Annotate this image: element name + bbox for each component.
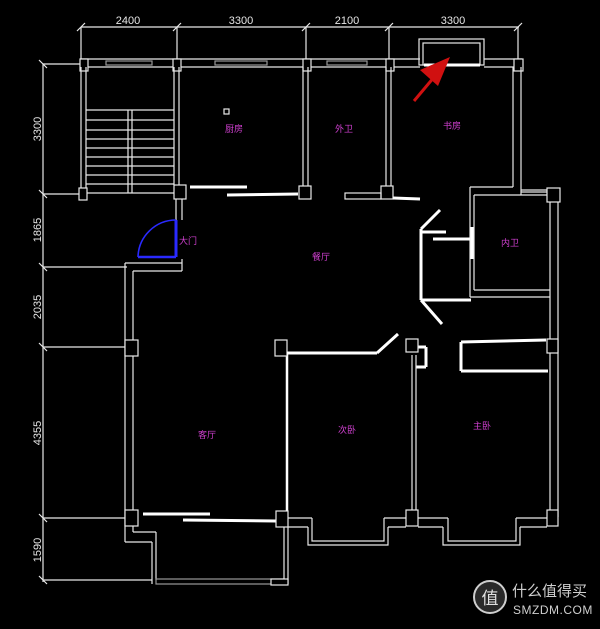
top-dimension-line bbox=[76, 22, 523, 62]
dim-left-2: 1865 bbox=[32, 218, 44, 242]
dim-left-4: 4355 bbox=[32, 421, 44, 445]
corridor-closet bbox=[416, 208, 548, 373]
room-label-living: 客厅 bbox=[198, 429, 216, 441]
room-label-second-bedroom: 次卧 bbox=[338, 424, 356, 436]
column bbox=[546, 338, 559, 354]
room-label-master-bath: 内卫 bbox=[501, 237, 519, 249]
dim-top-2: 3300 bbox=[229, 15, 253, 27]
logo-char: 值 bbox=[482, 589, 499, 609]
watermark-name: 什么值得买 bbox=[512, 582, 587, 600]
sliding-door bbox=[182, 518, 277, 523]
room-label-entrance: 大门 bbox=[179, 235, 197, 247]
left-exterior-wall bbox=[124, 259, 285, 585]
dim-left-1: 3300 bbox=[32, 117, 44, 141]
room-label-guest-bath: 外卫 bbox=[335, 123, 353, 135]
dim-left-3: 2035 bbox=[32, 295, 44, 319]
interior-partitions-top bbox=[190, 67, 522, 297]
watermark-site: SMZDM.COM bbox=[513, 603, 593, 617]
left-dimension-line bbox=[38, 59, 152, 585]
smzdm-watermark: 值 什么值得买 SMZDM.COM bbox=[473, 580, 593, 617]
room-label-master-bedroom: 主卧 bbox=[473, 420, 491, 432]
room-label-study: 书房 bbox=[443, 120, 461, 132]
logo-icon bbox=[473, 580, 507, 614]
column bbox=[405, 338, 419, 353]
room-label-dining: 餐厅 bbox=[312, 251, 330, 263]
red-arrow-icon bbox=[412, 57, 450, 102]
top-exterior-wall bbox=[80, 58, 522, 68]
entrance-door bbox=[137, 219, 178, 259]
study-bay-window bbox=[418, 38, 485, 67]
dim-left-5: 1590 bbox=[32, 538, 44, 562]
room-label-kitchen: 厨房 bbox=[225, 123, 243, 135]
columns bbox=[79, 58, 524, 72]
master-bath-walls bbox=[470, 187, 561, 517]
bedroom-walls bbox=[270, 332, 559, 586]
dim-top-4: 3300 bbox=[441, 15, 465, 27]
stairwell bbox=[78, 67, 187, 220]
dim-top-1: 2400 bbox=[116, 15, 140, 27]
dim-top-3: 2100 bbox=[335, 15, 359, 27]
